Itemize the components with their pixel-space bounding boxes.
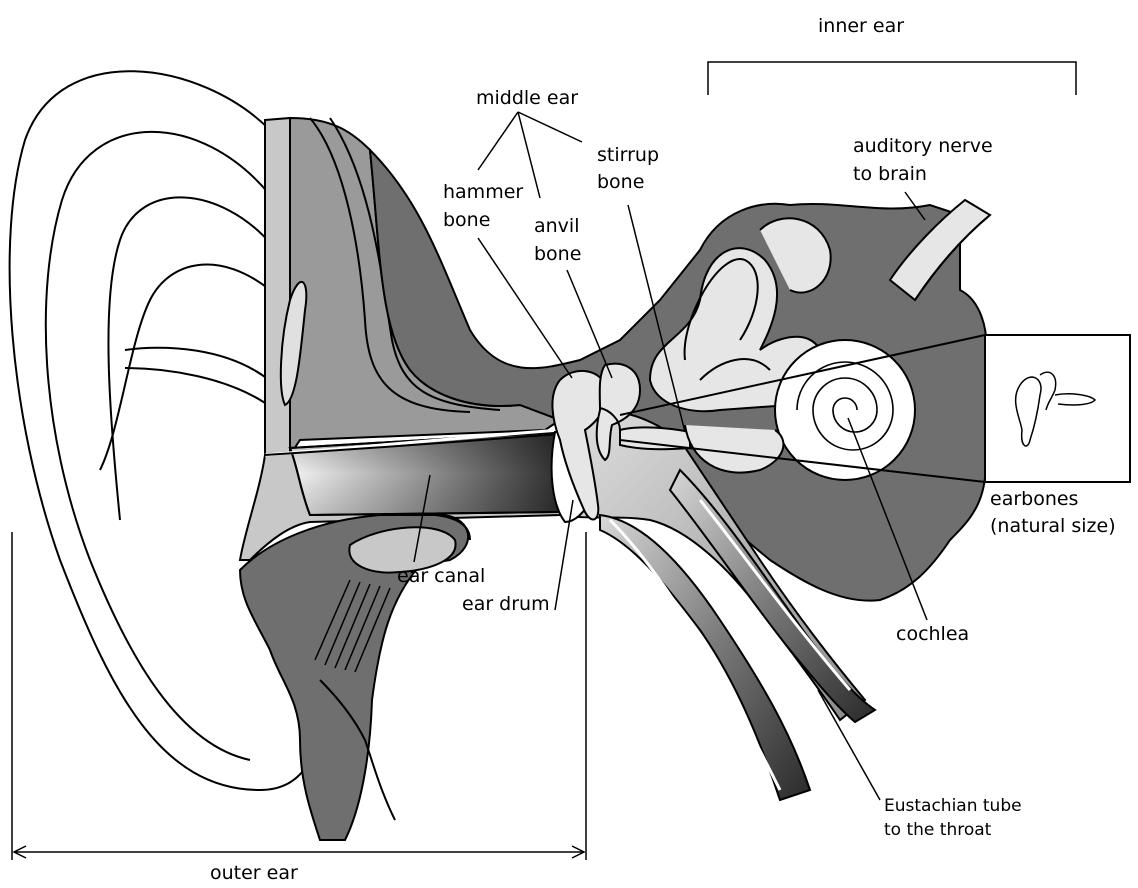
label-eustachian-tube: Eustachian tube xyxy=(884,795,1022,817)
label-to-the-throat: to the throat xyxy=(884,819,991,841)
label-anvil: anvil xyxy=(534,214,580,238)
label-hammer: hammer xyxy=(443,180,523,204)
label-anvil-bone: bone xyxy=(534,242,581,266)
label-ear-canal: ear canal xyxy=(397,564,485,588)
label-cochlea: cochlea xyxy=(896,622,969,646)
label-to-brain: to brain xyxy=(853,162,927,186)
label-auditory-nerve: auditory nerve xyxy=(853,134,993,158)
label-stirrup: stirrup xyxy=(597,143,659,167)
label-natural-size: (natural size) xyxy=(990,514,1116,538)
label-middle-ear: middle ear xyxy=(476,86,578,110)
label-outer-ear: outer ear xyxy=(210,861,298,885)
label-hammer-bone: bone xyxy=(443,208,490,232)
label-stirrup-bone: bone xyxy=(597,170,644,194)
label-inner-ear: inner ear xyxy=(818,14,904,38)
label-earbones: earbones xyxy=(990,487,1078,511)
label-ear-drum: ear drum xyxy=(462,592,550,616)
